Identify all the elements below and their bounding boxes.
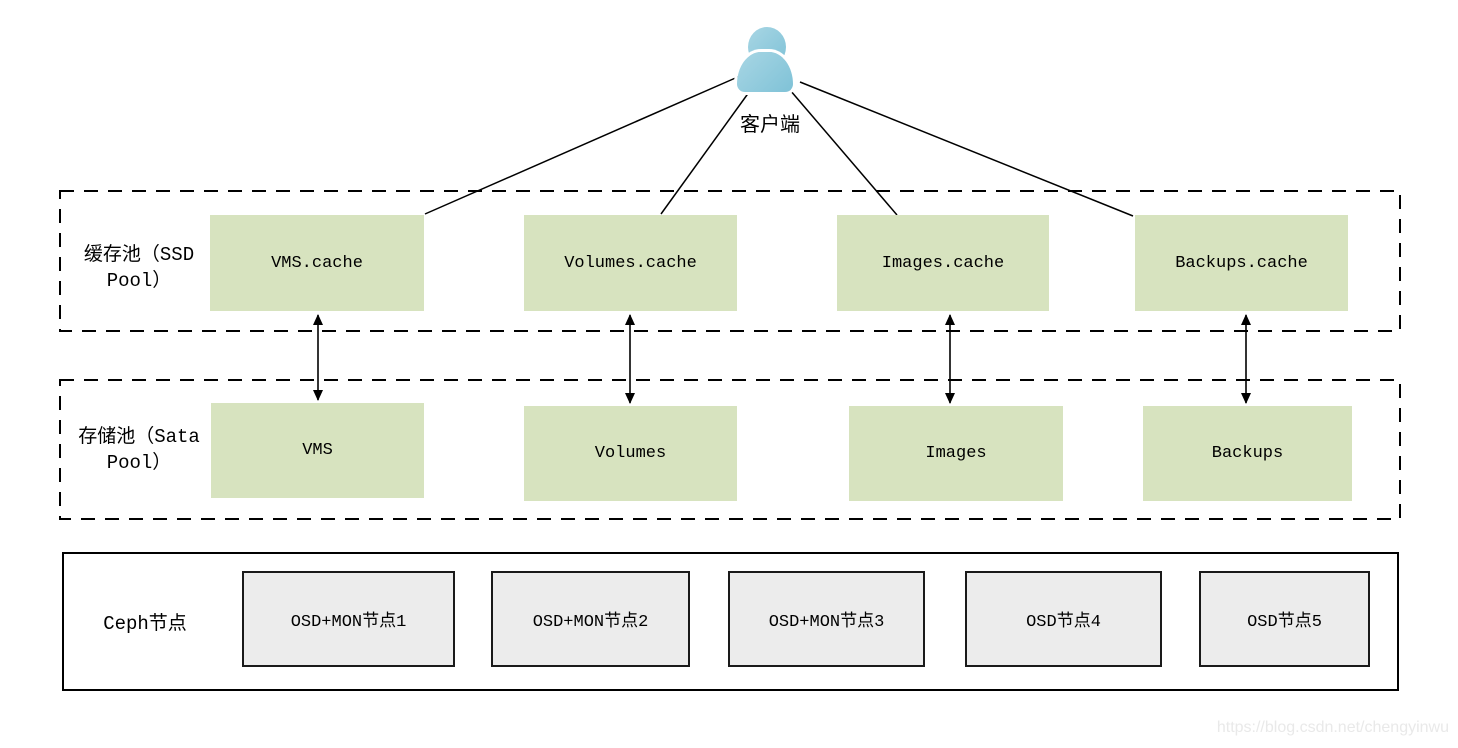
cache-pool-label-line2: Pool） — [106, 269, 172, 292]
ceph-nodes-container — [62, 552, 1399, 691]
cache-box-images: Images.cache — [837, 215, 1049, 311]
cache-pool-label-line1: 缓存池（SSD — [83, 244, 195, 266]
cache-box-vms: VMS.cache — [210, 215, 424, 311]
storage-box-vms: VMS — [211, 403, 424, 498]
storage-pool-label: 存储池（Sata Pool） — [64, 425, 214, 476]
client-connection-lines — [424, 75, 1134, 217]
watermark-url: https://blog.csdn.net/chengyinwu — [1216, 719, 1449, 736]
node-box-osd-mon-2: OSD+MON节点2 — [491, 571, 690, 667]
storage-box-backups: Backups — [1143, 406, 1352, 501]
node-box-osd-4: OSD节点4 — [965, 571, 1162, 667]
cache-pool-label: 缓存池（SSD Pool） — [64, 243, 214, 294]
cache-box-volumes: Volumes.cache — [524, 215, 737, 311]
cache-storage-arrows — [313, 314, 1251, 404]
cache-pool-dashed-border — [59, 190, 1401, 332]
client-person-icon-body — [737, 52, 793, 92]
node-box-osd-mon-1: OSD+MON节点1 — [242, 571, 455, 667]
node-box-osd-5: OSD节点5 — [1199, 571, 1370, 667]
storage-pool-dashed-border — [59, 379, 1401, 520]
client-label: 客户端 — [740, 115, 800, 138]
node-box-osd-mon-3: OSD+MON节点3 — [728, 571, 925, 667]
storage-box-volumes: Volumes — [524, 406, 737, 501]
storage-box-images: Images — [849, 406, 1063, 501]
storage-pool-label-line2: Pool） — [106, 451, 172, 474]
storage-pool-label-line1: 存储池（Sata — [78, 426, 200, 448]
ceph-nodes-label: Ceph节点 — [103, 613, 187, 635]
cache-box-backups: Backups.cache — [1135, 215, 1348, 311]
